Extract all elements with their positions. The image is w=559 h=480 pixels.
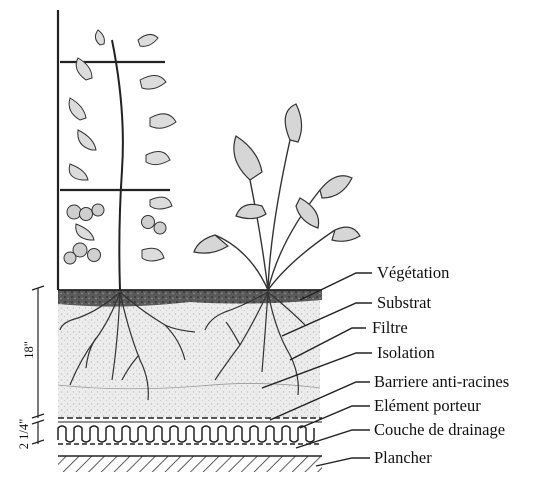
membrane-layers	[58, 418, 322, 422]
label-barriere: Barriere anti-racines	[374, 372, 509, 391]
drainage-layer	[58, 426, 322, 444]
label-isolation: Isolation	[377, 343, 435, 362]
dimension-drainage: 2 1/4"	[17, 419, 31, 449]
label-vegetation: Végétation	[377, 263, 449, 282]
floor-slab	[58, 456, 322, 472]
tomato-plant	[64, 30, 176, 290]
dimension-substrate: 18"	[22, 341, 36, 359]
dimension-lines	[32, 286, 44, 444]
leafy-plant	[194, 104, 360, 290]
label-plancher: Plancher	[374, 448, 432, 467]
label-substrat: Substrat	[377, 293, 432, 312]
label-drainage: Couche de drainage	[374, 420, 505, 439]
label-element-porteur: Elément porteur	[374, 396, 481, 415]
label-filtre: Filtre	[372, 318, 408, 337]
